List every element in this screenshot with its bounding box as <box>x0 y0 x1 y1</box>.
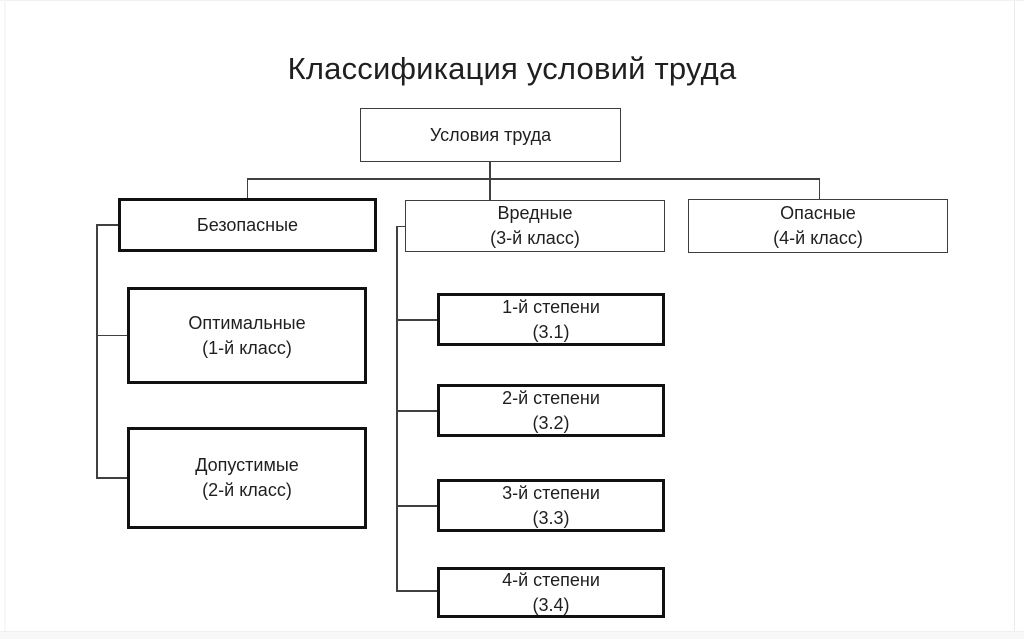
node-label: Оптимальные <box>188 312 306 333</box>
node-label: Безопасные <box>196 214 299 235</box>
connector-safe-stub <box>96 224 118 226</box>
connector-allowable-stub <box>96 477 127 479</box>
slide-edge-left <box>4 0 6 632</box>
connector-level2-bus <box>247 178 820 180</box>
node-label: 1-й степени <box>502 296 600 317</box>
node-optimal: Оптимальные (1-й класс) <box>127 287 367 384</box>
connector-degree3-stub <box>396 505 437 507</box>
connector-harmful-bracket <box>396 225 398 592</box>
connector-safe-drop <box>246 178 248 199</box>
slide-edge-bottom <box>0 631 1024 639</box>
node-working-conditions: Условия труда <box>360 108 621 162</box>
node-sublabel: (3.1) <box>532 321 570 342</box>
page-title: Классификация условий труда <box>287 51 737 86</box>
node-allowable: Допустимые (2-й класс) <box>127 427 367 529</box>
connector-degree2-stub <box>396 410 437 412</box>
node-degree-1: 1-й степени (3.1) <box>437 293 665 346</box>
node-safe: Безопасные <box>118 198 377 252</box>
node-degree-2: 2-й степени (3.2) <box>437 384 665 437</box>
connector-optimal-stub <box>96 334 127 336</box>
slide-edge-top <box>0 0 1024 1</box>
connector-safe-bracket <box>96 224 98 478</box>
node-sublabel: (3-й класс) <box>490 228 580 248</box>
node-label: Вредные <box>497 203 573 223</box>
connector-harmful-stub <box>396 225 406 227</box>
node-label: 4-й степени <box>502 569 600 590</box>
connector-degree1-stub <box>396 319 437 321</box>
connector-degree4-stub <box>396 590 437 592</box>
node-sublabel: (4-й класс) <box>773 228 863 248</box>
node-dangerous: Опасные (4-й класс) <box>688 199 948 253</box>
node-label: Допустимые <box>195 455 299 475</box>
connector-dangerous-drop <box>818 178 820 200</box>
node-label: 2-й степени <box>502 387 600 408</box>
slide-edge-right <box>1014 0 1015 632</box>
node-sublabel: (3.4) <box>532 594 570 615</box>
node-sublabel: (1-й класс) <box>202 337 292 358</box>
node-label: Опасные <box>780 203 856 223</box>
node-degree-4: 4-й степени (3.4) <box>437 567 665 618</box>
node-sublabel: (3.3) <box>532 507 570 528</box>
node-label: Условия труда <box>429 124 552 145</box>
connector-root-drop <box>489 162 491 200</box>
node-sublabel: (2-й класс) <box>202 480 292 500</box>
node-degree-3: 3-й степени (3.3) <box>437 479 665 532</box>
node-sublabel: (3.2) <box>532 412 570 433</box>
node-label: 3-й степени <box>502 482 600 503</box>
node-harmful: Вредные (3-й класс) <box>405 200 665 252</box>
